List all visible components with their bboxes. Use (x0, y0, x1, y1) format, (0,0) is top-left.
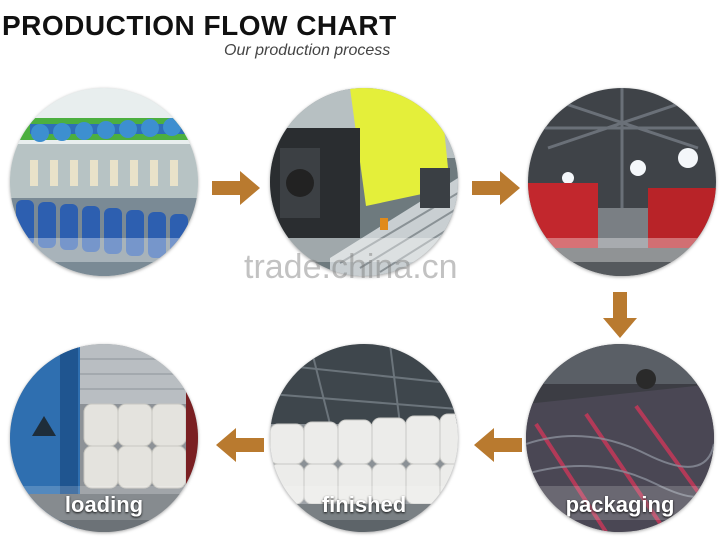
page-title: PRODUCTION FLOW CHART (2, 10, 397, 41)
step-label-band (526, 486, 714, 520)
step-loading-photo: loading (10, 344, 198, 532)
arrow-left-icon (474, 428, 522, 462)
step-label-band (270, 486, 458, 520)
arrow-right-icon (472, 171, 520, 205)
step-label-band (10, 486, 198, 520)
step-label: packaging (565, 492, 675, 517)
page-subtitle: Our production process (224, 42, 391, 59)
step-finishing-photo (528, 88, 716, 276)
step-label-band (270, 238, 458, 262)
arrow-down-icon (603, 292, 637, 338)
step-label: finished (321, 492, 407, 517)
step-label-band (528, 238, 716, 262)
step-weaving-photo (270, 88, 458, 276)
step-label: loading (64, 492, 144, 517)
step-finished-photo: finished (270, 344, 458, 532)
step-label-band (10, 238, 198, 262)
arrow-left-icon (216, 428, 264, 462)
step-spinning-photo (10, 88, 198, 276)
arrow-right-icon (212, 171, 260, 205)
watermark: trade.china.cn (244, 248, 458, 286)
step-packaging-photo: packaging (526, 344, 714, 532)
